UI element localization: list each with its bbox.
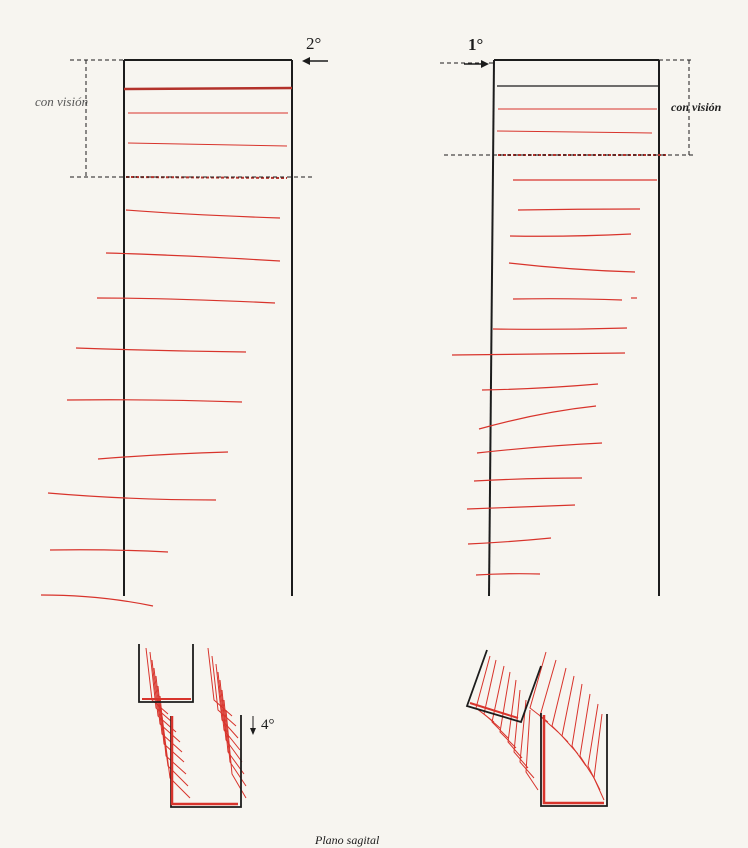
right-trace-group (452, 180, 657, 575)
bottom-step-label: 4° (261, 717, 275, 734)
left-trace-13 (41, 595, 153, 606)
right-trace-8 (513, 299, 622, 300)
left-trace-10 (98, 452, 228, 459)
right-trace-10 (452, 353, 625, 355)
right-trace-12 (479, 406, 596, 429)
right-trace-9 (493, 328, 627, 329)
right-column-outline (489, 60, 659, 596)
left-trace-6 (106, 253, 280, 261)
left-panel (41, 57, 328, 606)
left-trace-9 (67, 400, 242, 402)
left-vision-bracket (70, 60, 314, 177)
left-step-arrow (302, 57, 328, 65)
right-trace-2 (497, 131, 652, 133)
right-panel (440, 60, 694, 596)
right-vision-label: con visión (671, 100, 721, 115)
right-step-figure (467, 650, 607, 806)
right-column-left-edge (489, 60, 494, 596)
right-trace-16 (468, 538, 551, 544)
right-trace-15 (467, 505, 575, 509)
left-trace-8 (76, 348, 246, 352)
right-step-arrow (464, 60, 489, 68)
figure-caption: Plano sagital (315, 833, 379, 848)
right-trace-6 (510, 234, 631, 236)
left-trace-group (41, 210, 280, 606)
left-trace-11 (48, 493, 216, 500)
bottom-step-arrow (250, 716, 256, 735)
right-trace-11 (482, 384, 598, 390)
left-vision-label: con visión (35, 94, 88, 110)
left-trace-12 (50, 550, 168, 552)
left-trace-1 (124, 88, 292, 89)
right-vision-bracket (440, 60, 694, 155)
right-step-outline (541, 713, 607, 806)
right-step-label: 1° (468, 35, 483, 55)
left-step-figure (139, 644, 256, 807)
left-step-label: 2° (306, 34, 321, 54)
left-trace-5 (126, 210, 280, 218)
left-foot-outline (139, 644, 193, 702)
right-trace-7 (509, 263, 635, 272)
left-trace-3 (128, 143, 287, 146)
right-trace-13 (477, 443, 602, 453)
right-trace-17 (476, 574, 540, 575)
right-trace-5 (518, 209, 640, 210)
left-column-outline (124, 60, 292, 596)
